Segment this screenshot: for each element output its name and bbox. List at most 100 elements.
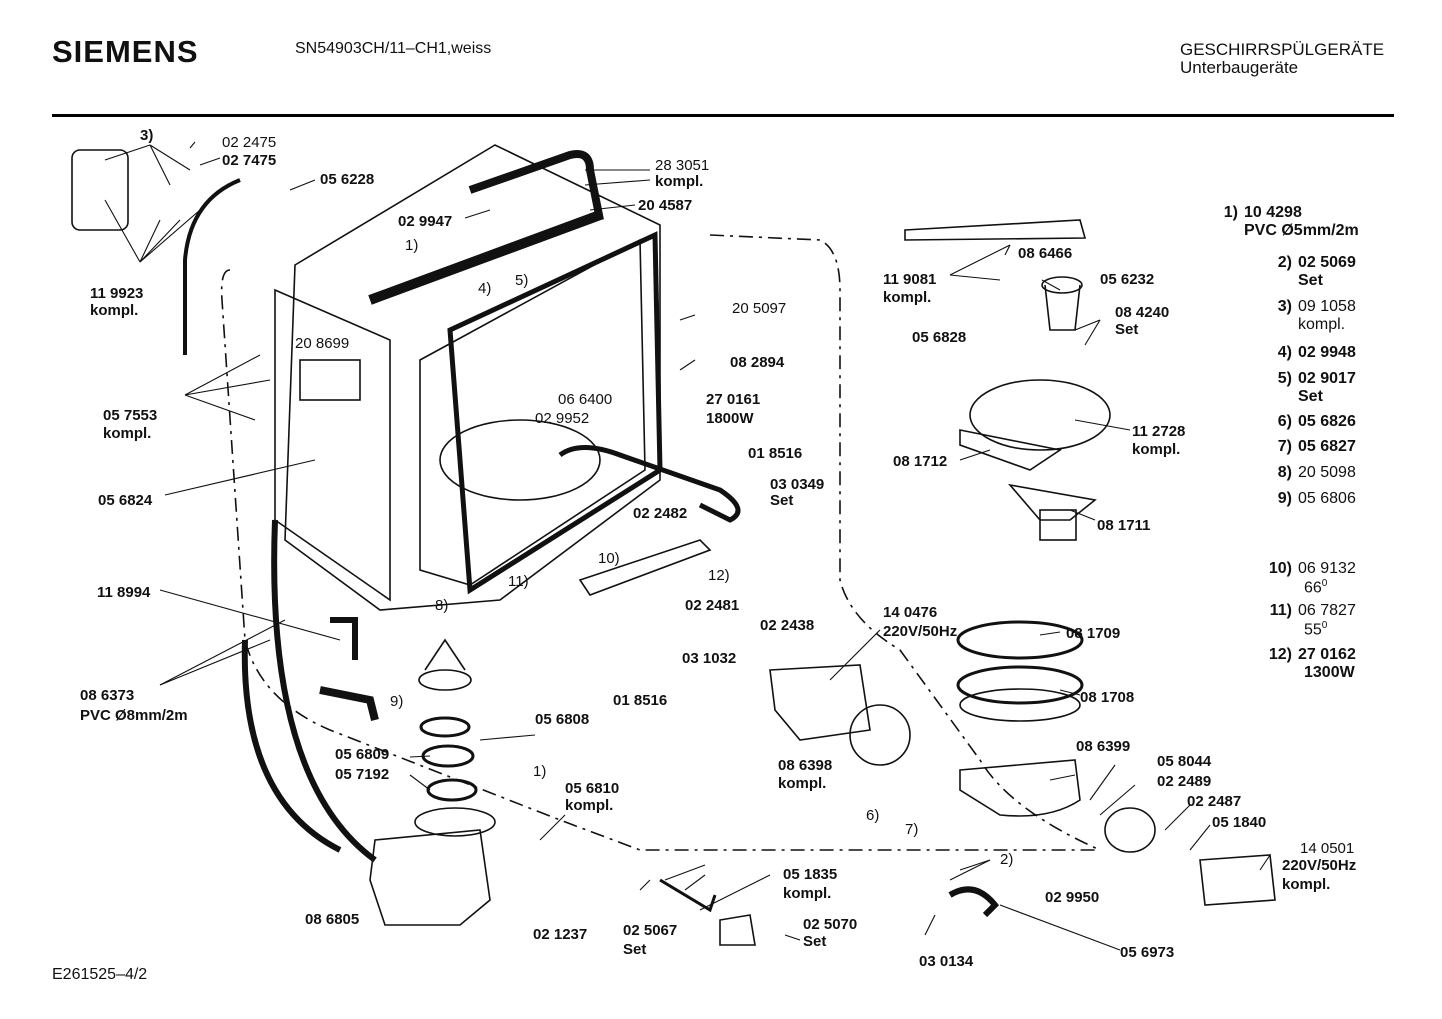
inlet-hose [183,178,241,355]
callout-220a: 220V/50Hz [883,623,957,640]
filter-cap-body [424,638,466,671]
spray-arm-upper [904,219,1087,241]
legend-item-8: 8)20 5098 [1277,464,1356,481]
pump-cover [1104,807,1156,853]
legend-item-12: 12)27 0162 1300W [1268,646,1356,681]
callout-057192: 05 7192 [335,766,389,783]
callout-057553-kompl: kompl. [103,425,151,442]
sump-086399 [959,759,1081,817]
callout-119081-kompl: kompl. [883,289,931,306]
callout-058044: 05 8044 [1157,753,1212,770]
legend-item-10: 10)06 9132 660 [1268,560,1356,597]
callout-118994: 11 8994 [97,584,151,601]
hose-11-8994 [330,617,358,660]
callout-022481: 02 2481 [685,597,739,614]
callout-084240: 08 4240 [1115,304,1169,321]
callout-140501-kompl: kompl. [1282,876,1330,893]
callout-283051: 28 3051 [655,157,709,174]
ring-081709 [956,620,1084,660]
callout-086805: 08 6805 [305,911,359,928]
document-reference: E261525–4/2 [52,966,148,983]
callout-140476: 14 0476 [883,604,937,621]
callout-027475: 02 7475 [222,152,276,169]
callout-022482: 02 2482 [633,505,687,522]
pump-top [414,807,496,837]
callout-140501: 14 0501 [1300,840,1354,857]
callout-10: 10) [598,550,620,567]
callout-119923-kompl: kompl. [90,302,138,319]
callout-112728: 11 2728 [1132,423,1185,440]
tub-bottom-ring [439,419,601,501]
callout-119081: 11 9081 [883,271,936,288]
drain-pump [1199,854,1276,906]
callout-7: 7) [905,821,918,838]
callout-056810-kompl: kompl. [565,797,613,814]
callout-029952: 02 9952 [535,410,589,427]
category-title: GESCHIRRSPÜLGERÄTE [1180,40,1385,59]
filter-cap [418,669,472,691]
clip-025070 [719,914,756,946]
callout-086399: 08 6399 [1076,738,1130,755]
fine-filter [969,379,1111,451]
upper-conduit [368,210,602,305]
callout-1b: 1) [533,763,546,780]
tub-frame [284,144,661,611]
callout-3: 3) [140,127,153,144]
legend-item-3: 3)09 1058 kompl. [1277,298,1356,333]
callout-030349-set: Set [770,492,793,509]
legend-item-2: 2)02 5069 Set [1277,254,1356,289]
callout-086373-pvc: PVC Ø8mm/2m [80,707,188,724]
ring-081709b [956,665,1084,705]
callout-056232: 05 6232 [1100,271,1154,288]
callout-031032: 03 1032 [682,650,736,667]
callout-022475: 02 2475 [222,134,276,151]
callout-056809: 05 6809 [335,746,389,763]
callout-081711: 08 1711 [1097,517,1150,534]
callout-6: 6) [866,807,879,824]
drain-hose [241,639,342,853]
callout-025070: 02 5070 [803,916,857,933]
callout-5: 5) [515,272,528,289]
legend-item-6: 6)05 6826 [1277,413,1356,430]
ring-056809 [421,744,475,768]
right-outline [709,234,1101,851]
callout-1a: 1) [405,237,418,254]
drain-hose-2 [271,519,377,863]
elbow-056973 [948,886,1000,918]
filter-cup-body [1044,284,1081,331]
callout-112728-kompl: kompl. [1132,441,1180,458]
callout-205097: 20 5097 [732,300,786,317]
callout-081709: 08 1709 [1066,625,1120,642]
callout-084240-set: Set [1115,321,1138,338]
callout-025070-set: Set [803,933,826,950]
callout-283051-kompl: kompl. [655,173,703,190]
callout-056808: 05 6808 [535,711,589,728]
callout-labels: 3) 02 2475 02 7475 05 6228 28 3051 kompl… [80,127,1356,970]
callout-022489: 02 2489 [1157,773,1211,790]
callout-056824: 05 6824 [98,492,153,509]
callout-4: 4) [478,280,491,297]
pump-housing [369,829,491,926]
callout-021237: 02 1237 [533,926,587,943]
callout-066400: 06 6400 [558,391,612,408]
callout-057553: 05 7553 [103,407,157,424]
legend-item-7: 7)05 6827 [1277,438,1356,455]
legend-item-4: 4)02 9948 [1277,344,1356,361]
callout-022487: 02 2487 [1187,793,1241,810]
callout-1800w: 1800W [706,410,754,427]
category-subtitle: Unterbaugeräte [1180,58,1299,77]
microfilter-081712 [959,429,1063,471]
legend-item-9: 9)05 6806 [1277,490,1356,507]
callout-086398: 08 6398 [778,757,832,774]
filter-081711 [1007,483,1097,521]
side-panel [274,288,391,602]
callout-208699: 20 8699 [295,335,349,352]
ring-081708 [959,688,1081,722]
callout-056228: 05 6228 [320,171,374,188]
heater-element [558,445,741,523]
callout-12: 12) [708,567,730,584]
heater-flat [578,539,712,596]
callout-082894: 08 2894 [730,354,785,371]
callout-081708: 08 1708 [1080,689,1134,706]
